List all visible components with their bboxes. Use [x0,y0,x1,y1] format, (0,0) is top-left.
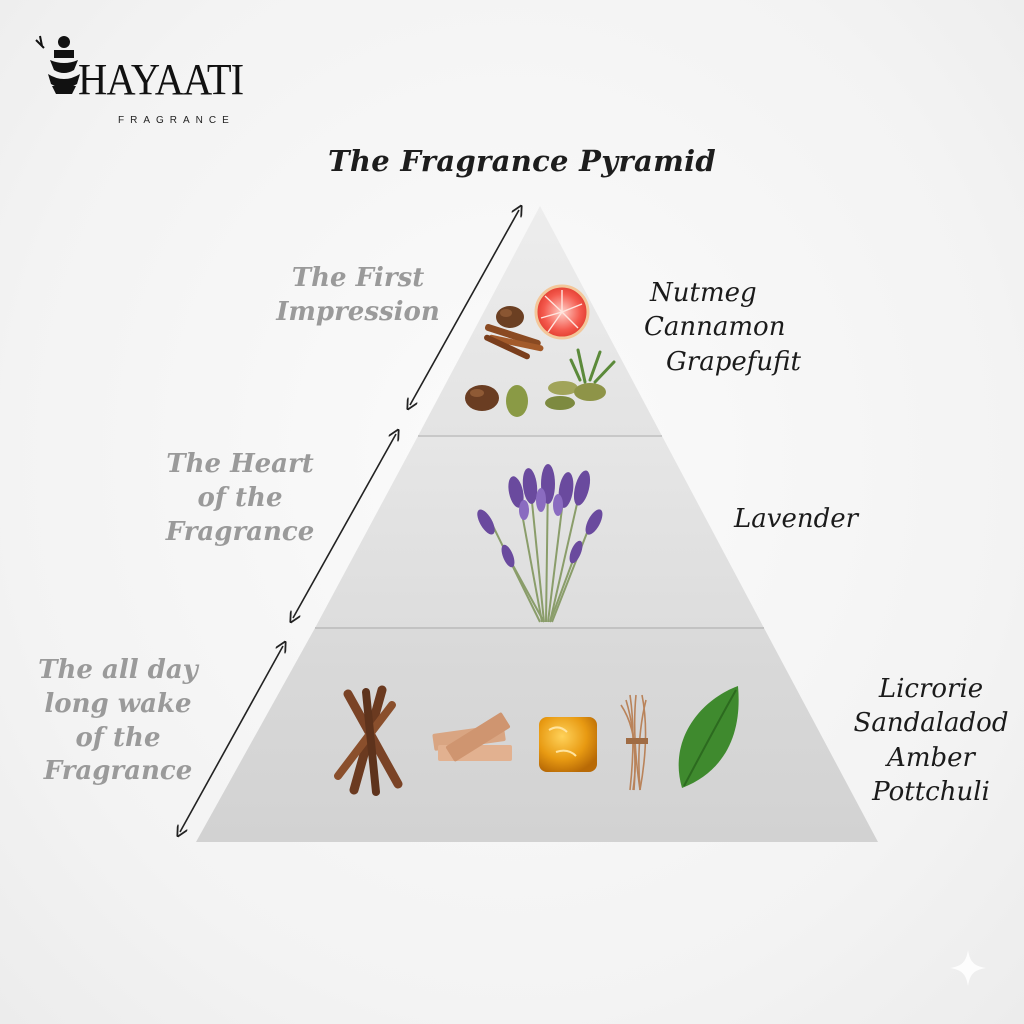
arrow-middle-tier [293,434,396,618]
notes-top: Nutmeg Cannamon Grapefufit [644,276,801,379]
tier-label-base: The all day long wake of the Fragrance [38,655,198,787]
notes-base: Licrorie Sandaladod Amber Pottchuli [846,672,1016,809]
nutmeg-icon [465,306,524,411]
note-item: Lavender [734,504,859,534]
note-item: Licrorie [878,674,984,704]
brand-tagline: FRAGRANCE [118,115,235,126]
brand-logo: HAYAATI FRAGRANCE [30,28,290,126]
note-item: Sandaladod [853,708,1009,739]
licorice-root-icon [334,685,403,796]
rosemary-icon [569,348,616,384]
notes-middle: Lavender [734,502,858,536]
note-item: Nutmeg [650,278,757,308]
logo-emblem-icon [35,35,80,94]
cinnamon-icon [484,323,544,360]
pyramid-tier-base [196,628,878,842]
note-item: Amber [887,742,975,773]
patchouli-leaf-icon [678,686,739,788]
arrow-top-tier [410,210,519,405]
pyramid-tier-middle [315,436,764,628]
note-item: Cannamon [644,312,786,343]
tier-label-top: The First Impression [276,263,440,327]
note-item: Grapefufit [666,346,801,377]
lavender-icon [477,464,603,623]
sparkle-icon [950,950,986,986]
grapefruit-icon [534,284,590,340]
tier-label-middle: The Heart of the Fragrance [165,449,315,547]
sandalwood-icon [432,712,512,762]
note-item: Pottchuli [872,776,990,807]
arrow-base-tier [180,646,283,832]
cardamom-icon [506,381,606,417]
page-title: The Fragrance Pyramid [327,144,716,178]
vetiver-root-icon [620,694,648,791]
amber-icon [539,717,597,772]
brand-name: HAYAATI [78,55,244,104]
